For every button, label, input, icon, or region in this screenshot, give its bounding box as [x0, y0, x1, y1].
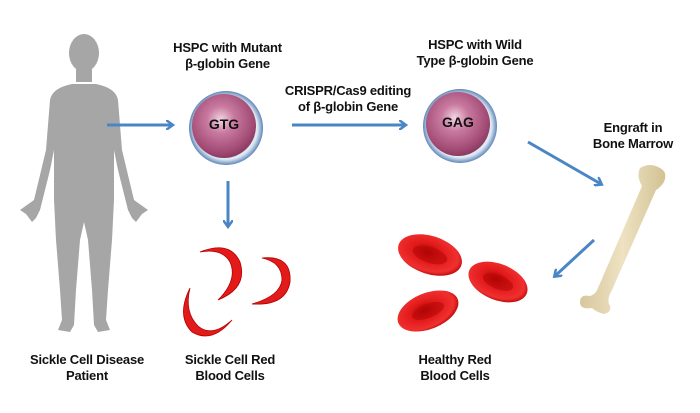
mutant-hspc-cell-icon	[189, 91, 263, 165]
sickle-rbc-label: Sickle Cell Red Blood Cells	[184, 352, 276, 383]
wildtype-codon-label: GAG	[442, 114, 474, 130]
mutant-hspc-label: HSPC with Mutant β-globin Gene	[173, 40, 282, 71]
arrow-bone-to-rbc	[555, 238, 596, 276]
wildtype-hspc-label: HSPC with Wild Type β-globin Gene	[416, 37, 534, 68]
arrow-hspc-to-bone	[527, 140, 601, 184]
patient-label: Sickle Cell Disease Patient	[30, 352, 144, 383]
bone-icon	[580, 165, 666, 314]
sickle-cells-icon	[183, 247, 291, 337]
engraft-label: Engraft in Bone Marrow	[592, 120, 674, 151]
crispr-edit-label: CRISPR/Cas9 editing of β-globin Gene	[284, 83, 412, 114]
mutant-codon-label: GTG	[208, 116, 240, 132]
healthy-rbc-label: Healthy Red Blood Cells	[418, 352, 492, 383]
wildtype-hspc-cell-icon	[423, 89, 497, 163]
healthy-rbc-icon	[397, 234, 528, 332]
human-silhouette-icon	[20, 34, 148, 332]
